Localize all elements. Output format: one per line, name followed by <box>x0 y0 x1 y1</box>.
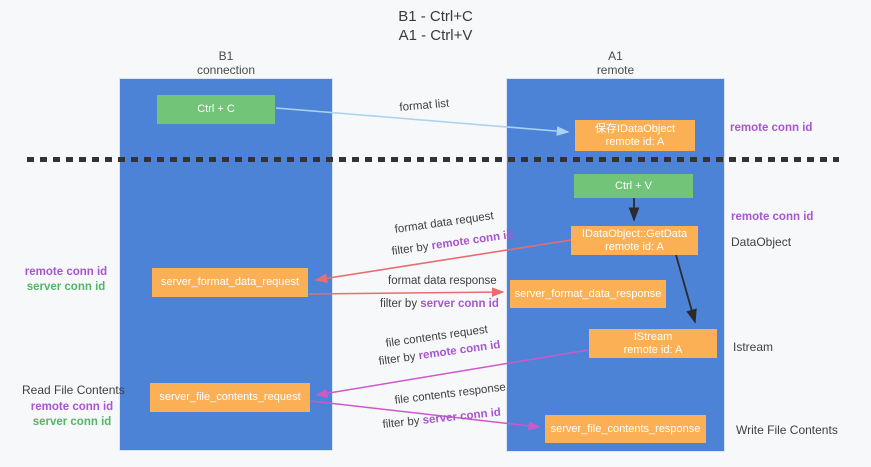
save-idataobject-line1: 保存IDataObject <box>594 122 676 135</box>
format-list-label: format list <box>399 97 450 114</box>
server-format-data-request-label: server_format_data_request <box>160 276 300 288</box>
lifeline-b1-name: B1 <box>218 49 234 63</box>
save-idataobject-node: 保存IDataObject remote id: A <box>575 120 695 151</box>
title-line-2: A1 - Ctrl+V <box>398 27 473 44</box>
lifeline-a1-name: A1 <box>608 49 623 63</box>
server-conn-id-key: server conn id <box>420 298 499 310</box>
lifeline-b1-role: connection <box>196 63 256 77</box>
server-format-data-response-label: server_format_data_response <box>514 287 662 300</box>
server-format-data-response-node: server_format_data_response <box>510 280 666 308</box>
server-file-contents-request-node: server_file_contents_request <box>150 383 310 412</box>
istream-annotation: Istream <box>733 340 774 354</box>
lifeline-b1-header: B1 connection <box>119 49 333 77</box>
filter-by-text: filter by <box>378 350 420 368</box>
server-format-data-request-node: server_format_data_request <box>152 268 308 297</box>
getdata-line1: IDataObject::GetData <box>581 227 688 240</box>
remote-conn-id-annotation-mid: remote conn id <box>731 211 814 223</box>
filter-by-text: filter by <box>380 298 421 310</box>
format-data-response-filter-label: filter by server conn id <box>380 298 499 310</box>
idataobject-getdata-node: IDataObject::GetData remote id: A <box>571 226 698 255</box>
filter-by-text: filter by <box>391 240 433 258</box>
server-file-contents-response-node: server_file_contents_response <box>545 415 706 443</box>
read-file-contents-label: Read File Contents <box>22 383 125 397</box>
ctrl-c-label: Ctrl + C <box>197 103 235 115</box>
title-line-1: B1 - Ctrl+C <box>398 8 473 25</box>
server-conn-id-key: server conn id <box>422 406 502 427</box>
format-data-response-arrow <box>308 287 505 297</box>
file-contents-response-label: file contents response <box>394 381 507 407</box>
istream-line1: IStream <box>633 330 673 343</box>
format-data-response-label: format data response <box>388 275 497 287</box>
server-file-contents-response-label: server_file_contents_response <box>550 422 701 435</box>
save-idataobject-line2: remote id: A <box>605 135 665 148</box>
diagram-title: B1 - Ctrl+C A1 - Ctrl+V <box>0 7 871 45</box>
server-file-contents-request-label: server_file_contents_request <box>159 391 301 403</box>
istream-line2: remote id: A <box>623 343 683 356</box>
ctrl-v-node: Ctrl + V <box>574 174 693 198</box>
istream-node: IStream remote id: A <box>589 329 717 358</box>
server-conn-id-label: server conn id <box>32 416 112 428</box>
clipboard-phase-divider <box>27 157 839 162</box>
read-file-contents-annotation: Read File Contents remote conn id server… <box>22 383 125 430</box>
getdata-line2: remote id: A <box>605 240 664 253</box>
filter-by-text: filter by <box>382 414 424 431</box>
remote-conn-id-annotation-top: remote conn id <box>730 122 813 134</box>
ctrl-c-node: Ctrl + C <box>157 95 275 124</box>
lifeline-a1-role: remote <box>596 63 635 77</box>
lifeline-a1-header: A1 remote <box>506 49 725 77</box>
left-conn-id-annotation: remote conn id server conn id <box>16 265 116 295</box>
format-data-request-label: format data request <box>394 210 495 236</box>
file-contents-response-filter-label: filter by server conn id <box>382 407 501 431</box>
ctrl-v-label: Ctrl + V <box>615 179 652 192</box>
dataobject-annotation: DataObject <box>731 235 792 249</box>
remote-conn-id-label: remote conn id <box>30 401 114 413</box>
server-conn-id-label: server conn id <box>26 281 106 293</box>
remote-conn-id-label: remote conn id <box>24 266 108 278</box>
remote-conn-id-key: remote conn id <box>430 228 515 253</box>
write-file-contents-annotation: Write File Contents <box>736 423 838 437</box>
